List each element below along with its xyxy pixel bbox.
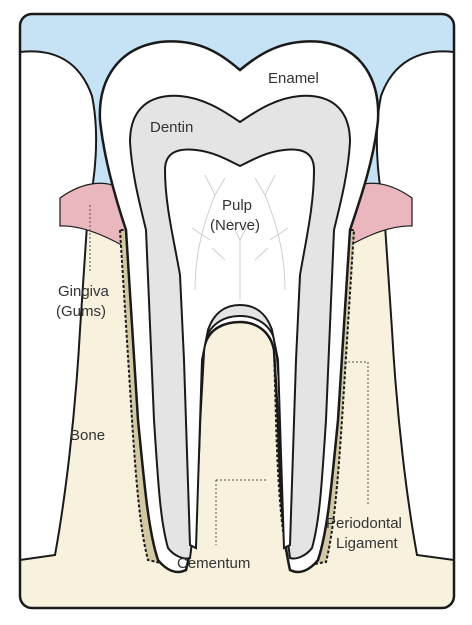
label-cementum: Cementum xyxy=(177,555,250,572)
label-pulp-nerve: (Nerve) xyxy=(210,217,260,234)
label-gums: (Gums) xyxy=(56,303,106,320)
pulp xyxy=(163,148,316,550)
label-enamel: Enamel xyxy=(268,70,319,87)
label-bone: Bone xyxy=(70,427,105,444)
label-dentin: Dentin xyxy=(150,119,193,136)
label-pulp: Pulp xyxy=(222,197,252,214)
leader-lines xyxy=(89,205,369,545)
frame-border xyxy=(18,12,456,610)
label-gingiva: Gingiva xyxy=(58,283,110,300)
label-periodontal: Periodontal xyxy=(326,515,402,532)
nerve-branches xyxy=(191,174,289,300)
label-ligament: Ligament xyxy=(336,535,399,552)
